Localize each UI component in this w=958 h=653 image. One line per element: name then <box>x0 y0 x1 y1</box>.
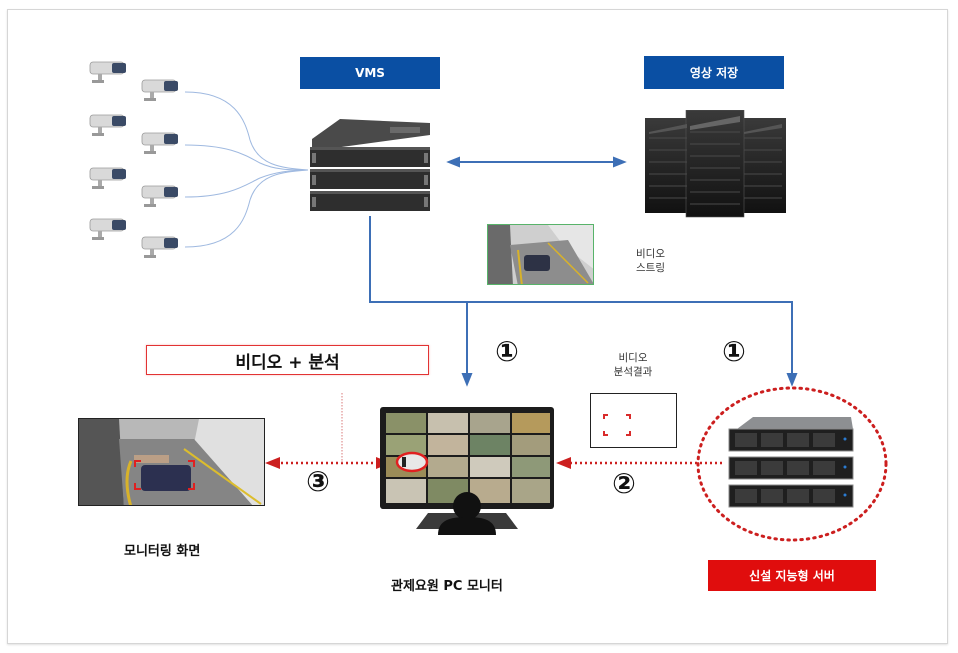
video-storage-label: 영상 저장 <box>644 56 784 89</box>
monitoring-screen-image <box>78 418 265 506</box>
operator-person-icon <box>453 492 481 520</box>
operator-monitor-caption: 관제요원 PC 모니터 <box>391 579 503 594</box>
step-3-marker: ③ <box>306 464 330 498</box>
camera-group <box>88 58 188 259</box>
analysis-result-box <box>590 393 677 448</box>
camera-icon <box>89 114 127 137</box>
monitoring-screen-caption: 모니터링 화면 <box>124 544 201 559</box>
vms-server-icon <box>308 117 433 217</box>
camera-icon <box>141 79 179 102</box>
video-stream-thumbnail <box>487 224 594 285</box>
camera-icon <box>141 132 179 155</box>
storage-rack-icon <box>643 109 788 230</box>
step-1-marker-server: ① <box>722 334 746 368</box>
video-plus-analysis-label: 비디오 + 분석 <box>146 345 429 375</box>
camera-icon <box>89 61 127 84</box>
analysis-result-caption: 비디오 분석결과 <box>613 352 653 378</box>
detection-bracket-icon <box>603 414 631 436</box>
camera-icon <box>141 185 179 208</box>
operator-monitor-icon <box>378 405 556 535</box>
video-stream-caption: 비디오 스트링 <box>636 248 665 274</box>
camera-icon <box>89 218 127 241</box>
camera-icon <box>141 236 179 259</box>
camera-icon <box>89 167 127 190</box>
highlighted-feed-marker <box>395 451 429 473</box>
intelligent-server-icon <box>727 417 857 512</box>
step-1-marker-monitor: ① <box>495 334 519 368</box>
step-2-marker: ② <box>612 466 636 500</box>
intelligent-server-label: 신설 지능형 서버 <box>708 560 876 591</box>
vms-label: VMS <box>300 57 440 89</box>
